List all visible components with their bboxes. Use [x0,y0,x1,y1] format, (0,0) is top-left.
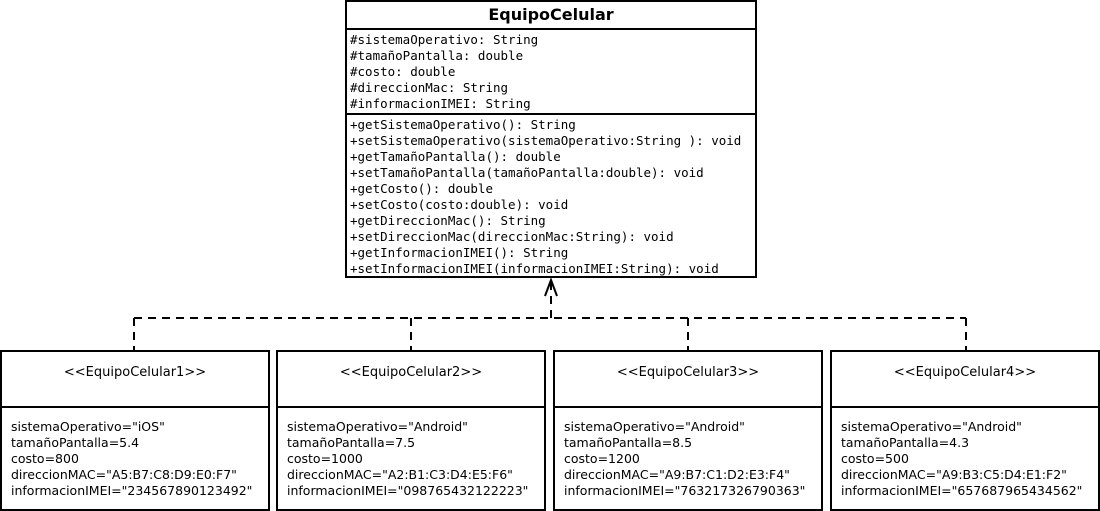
instance-box-equipocelular4: <<EquipoCelular4>> sistemaOperativo="And… [830,350,1100,511]
instance-box-equipocelular1: <<EquipoCelular1>> sistemaOperativo="iOS… [0,350,270,511]
instance-field: informacionIMEI="657687965434562" [841,483,1083,498]
method-line: +getCosto(): double [350,181,493,196]
method-line: +getTamañoPantalla(): double [350,149,561,164]
method-line: +setTamañoPantalla(tamañoPantalla:double… [350,165,704,180]
instance-field: tamañoPantalla=7.5 [287,435,416,450]
method-line: +getInformacionIMEI(): String [350,245,569,260]
method-line: +getSistemaOperativo(): String [350,117,576,132]
class-attributes: #sistemaOperativo: String #tamañoPantall… [347,30,755,115]
attribute-line: #informacionIMEI: String [350,96,531,111]
instance-title: <<EquipoCelular4>> [832,352,1098,408]
method-line: +getDireccionMac(): String [350,213,546,228]
instance-field: direccionMAC="A2:B1:C3:D4:E5:F6" [287,467,513,482]
open-arrowhead-icon [544,277,558,297]
instance-title: <<EquipoCelular2>> [278,352,544,408]
method-line: +setInformacionIMEI(informacionIMEI:Stri… [350,261,719,276]
class-name: EquipoCelular [347,2,755,30]
instance-field: tamañoPantalla=4.3 [841,435,970,450]
instance-fields: sistemaOperativo="Android" tamañoPantall… [278,408,544,499]
instance-field: direccionMAC="A9:B3:C5:D4:E1:F2" [841,467,1067,482]
instance-field: costo=500 [841,451,909,466]
instance-field: costo=1200 [564,451,640,466]
method-line: +setDireccionMac(direccionMac:String): v… [350,229,674,244]
instance-fields: sistemaOperativo="Android" tamañoPantall… [555,408,821,499]
instance-title: <<EquipoCelular3>> [555,352,821,408]
instance-field: informacionIMEI="098765432122223" [287,483,529,498]
instance-field: direccionMAC="A9:B7:C1:D2:E3:F4" [564,467,790,482]
method-line: +setSistemaOperativo(sistemaOperativo:St… [350,133,742,148]
attribute-line: #tamañoPantalla: double [350,48,524,63]
instance-box-equipocelular2: <<EquipoCelular2>> sistemaOperativo="And… [276,350,546,511]
instance-field: tamañoPantalla=8.5 [564,435,693,450]
class-box-equipocelular: EquipoCelular #sistemaOperativo: String … [345,0,757,278]
instance-field: sistemaOperativo="iOS" [11,419,165,434]
instance-fields: sistemaOperativo="Android" tamañoPantall… [832,408,1098,499]
instance-field: informacionIMEI="763217326790363" [564,483,806,498]
attribute-line: #direccionMac: String [350,80,509,95]
class-methods: +getSistemaOperativo(): String +setSiste… [347,115,755,279]
instance-field: sistemaOperativo="Android" [287,419,468,434]
instance-field: informacionIMEI="234567890123492" [11,483,253,498]
instance-title: <<EquipoCelular1>> [2,352,268,408]
instance-field: sistemaOperativo="Android" [564,419,745,434]
instance-field: costo=1000 [287,451,363,466]
instance-fields: sistemaOperativo="iOS" tamañoPantalla=5.… [2,408,268,499]
attribute-line: #costo: double [350,64,456,79]
instance-box-equipocelular3: <<EquipoCelular3>> sistemaOperativo="And… [553,350,823,511]
instance-field: sistemaOperativo="Android" [841,419,1022,434]
instance-field: direccionMAC="A5:B7:C8:D9:E0:F7" [11,467,237,482]
instance-field: costo=800 [11,451,79,466]
attribute-line: #sistemaOperativo: String [350,32,539,47]
instance-field: tamañoPantalla=5.4 [11,435,140,450]
method-line: +setCosto(costo:double): void [350,197,569,212]
